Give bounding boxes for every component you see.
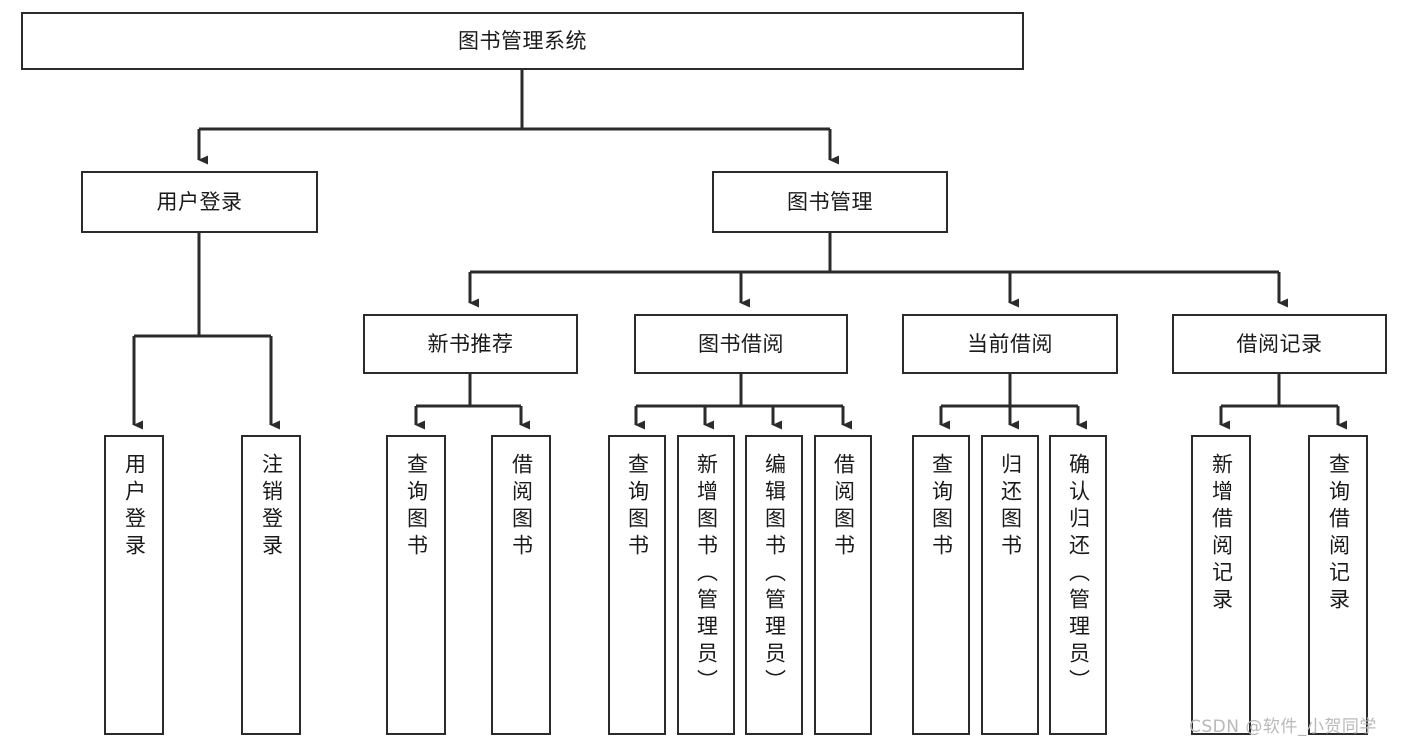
node-current-borrow[interactable]: 当前借阅 (902, 314, 1118, 374)
node-leaf-user-login-label: 用户登录 (122, 453, 147, 561)
node-root-label: 图书管理系统 (458, 28, 587, 53)
node-leaf-query-book-2-label: 查询图书 (625, 453, 650, 561)
node-leaf-add-record[interactable]: 新增借阅记录 (1191, 435, 1251, 735)
node-leaf-query-book-1-label: 查询图书 (404, 453, 429, 561)
node-new-book-recommend[interactable]: 新书推荐 (363, 314, 578, 374)
node-leaf-query-book-3-label: 查询图书 (929, 453, 954, 561)
node-leaf-query-record[interactable]: 查询借阅记录 (1308, 435, 1368, 735)
node-leaf-borrow-book-2[interactable]: 借阅图书 (814, 435, 872, 735)
node-leaf-query-book-3[interactable]: 查询图书 (912, 435, 970, 735)
node-leaf-logout-login-label: 注销登录 (259, 453, 284, 561)
watermark-text: CSDN @软件_小贺同学 (1189, 717, 1377, 737)
node-book-borrow-label: 图书借阅 (698, 331, 784, 356)
node-leaf-add-book-label: 新增图书（管理员） (694, 453, 719, 696)
node-user-login[interactable]: 用户登录 (81, 171, 318, 233)
node-leaf-query-book-2[interactable]: 查询图书 (608, 435, 666, 735)
node-new-book-recommend-label: 新书推荐 (427, 331, 514, 356)
node-leaf-borrow-book-1-label: 借阅图书 (509, 453, 534, 561)
node-leaf-confirm-return[interactable]: 确认归还（管理员） (1049, 435, 1107, 735)
node-leaf-query-book-1[interactable]: 查询图书 (386, 435, 446, 735)
node-leaf-return-book-label: 归还图书 (998, 453, 1023, 561)
node-current-borrow-label: 当前借阅 (967, 331, 1053, 356)
node-leaf-add-book[interactable]: 新增图书（管理员） (677, 435, 735, 735)
node-leaf-add-record-label: 新增借阅记录 (1209, 453, 1234, 615)
node-borrow-record-label: 借阅记录 (1236, 331, 1323, 356)
node-leaf-borrow-book-1[interactable]: 借阅图书 (491, 435, 551, 735)
node-leaf-user-login[interactable]: 用户登录 (104, 435, 164, 735)
node-leaf-query-record-label: 查询借阅记录 (1326, 453, 1351, 615)
node-user-login-label: 用户登录 (156, 189, 243, 214)
node-root[interactable]: 图书管理系统 (21, 12, 1024, 70)
node-leaf-edit-book-label: 编辑图书（管理员） (762, 453, 787, 696)
node-book-borrow[interactable]: 图书借阅 (634, 314, 848, 374)
node-leaf-borrow-book-2-label: 借阅图书 (831, 453, 856, 561)
node-book-management-label: 图书管理 (787, 189, 873, 214)
node-leaf-confirm-return-label: 确认归还（管理员） (1066, 453, 1091, 696)
node-book-management[interactable]: 图书管理 (712, 171, 948, 233)
node-leaf-edit-book[interactable]: 编辑图书（管理员） (745, 435, 803, 735)
node-leaf-return-book[interactable]: 归还图书 (981, 435, 1039, 735)
node-borrow-record[interactable]: 借阅记录 (1172, 314, 1387, 374)
node-leaf-logout-login[interactable]: 注销登录 (241, 435, 301, 735)
